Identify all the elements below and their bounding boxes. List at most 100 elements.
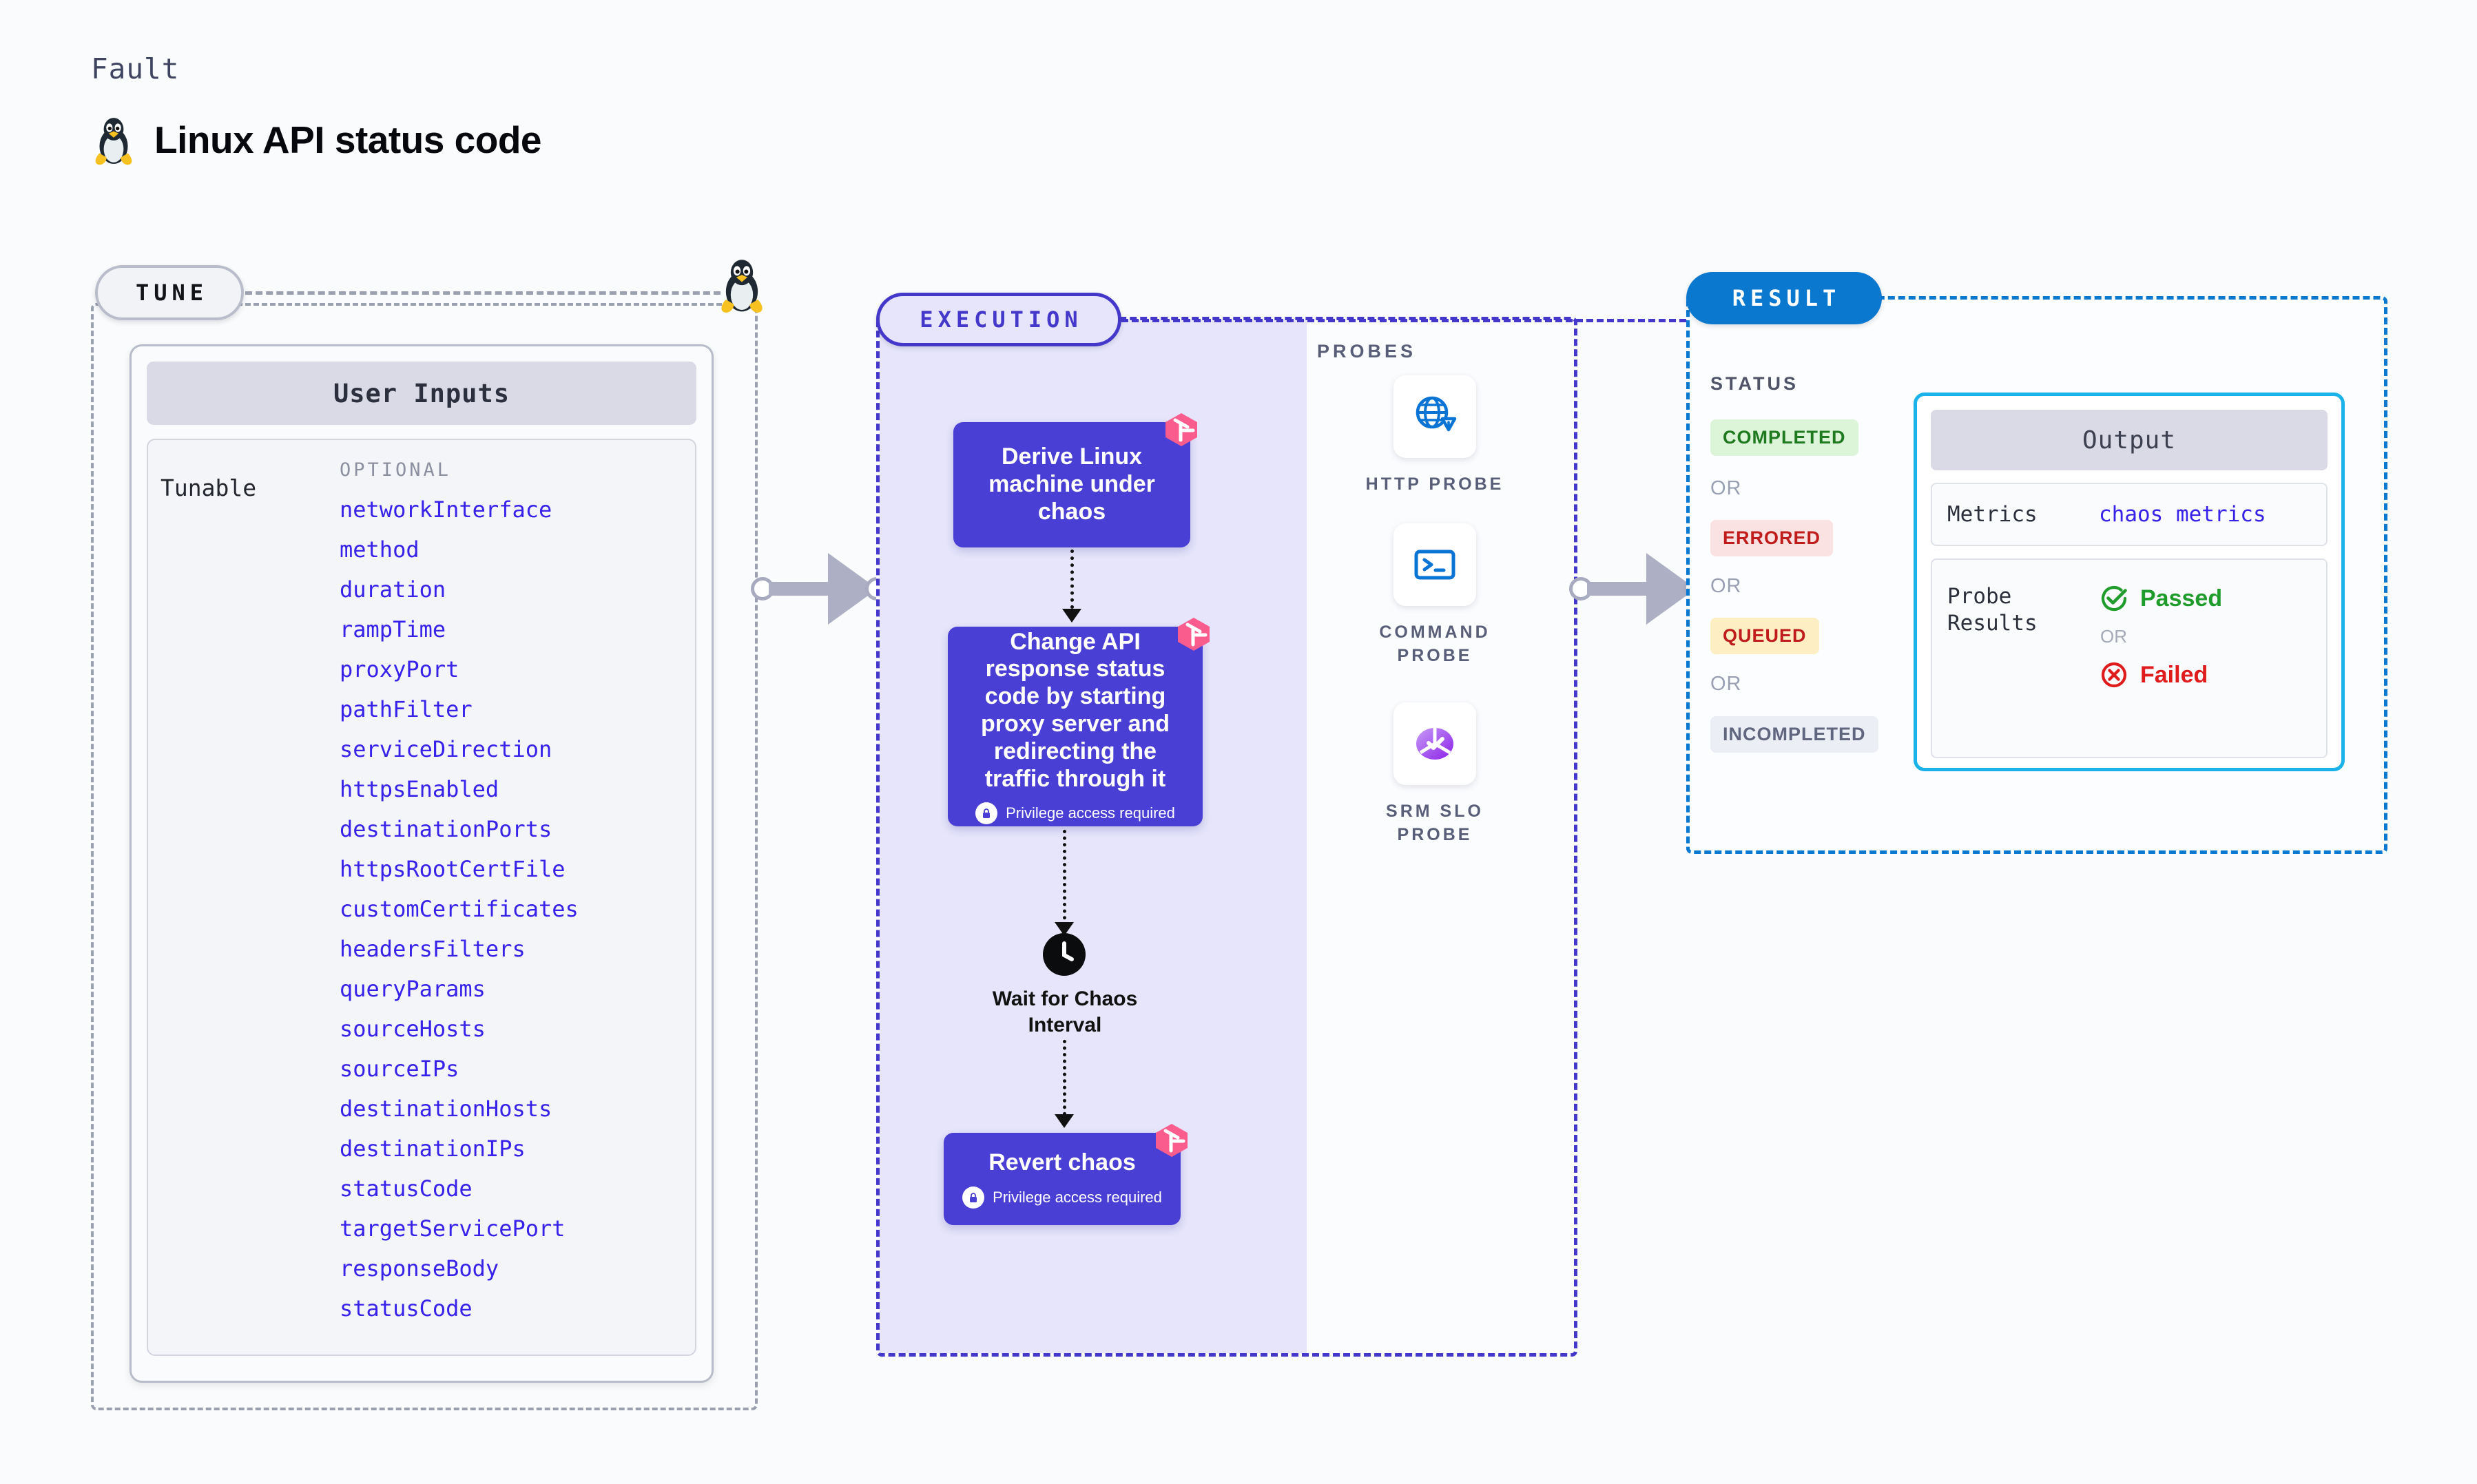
harness-logo-icon xyxy=(1178,618,1210,651)
tunable-param[interactable]: rampTime xyxy=(340,616,446,642)
execution-stage-pill[interactable]: EXECUTION xyxy=(876,293,1121,346)
status-badge-incompleted: INCOMPLETED xyxy=(1710,716,1878,753)
tunable-param[interactable]: proxyPort xyxy=(340,656,459,682)
tunable-param[interactable]: sourceIPs xyxy=(340,1056,459,1082)
lock-icon xyxy=(962,1186,985,1209)
privilege-note-row: Privilege access required xyxy=(962,1186,1162,1209)
result-stage-pill[interactable]: RESULT xyxy=(1686,272,1882,324)
tunable-section: Tunable OPTIONAL networkInterface method… xyxy=(147,439,696,1356)
flow-connector-dotted xyxy=(1063,830,1066,926)
metrics-key: Metrics xyxy=(1947,501,2038,527)
optional-label: OPTIONAL xyxy=(340,459,452,481)
metrics-value[interactable]: chaos metrics xyxy=(2099,502,2266,527)
output-metrics-row: Metrics chaos metrics xyxy=(1931,483,2328,546)
flow-node-derive-linux-machine[interactable]: Derive Linux machine under chaos xyxy=(953,413,1197,547)
tune-panel xyxy=(91,303,758,1410)
output-header: Output xyxy=(1931,410,2328,470)
privilege-note-text: Privilege access required xyxy=(1006,804,1175,822)
tunable-param[interactable]: networkInterface xyxy=(340,497,552,523)
tunable-param[interactable]: statusCode xyxy=(340,1175,473,1202)
probes-section-label: PROBES xyxy=(1317,341,1417,362)
output-probe-results-row: Probe Results Passed OR Failed xyxy=(1931,558,2328,758)
flow-node-change-api-response[interactable]: Change API response status code by start… xyxy=(948,618,1210,826)
linux-penguin-icon xyxy=(95,118,132,165)
tunable-param[interactable]: pathFilter xyxy=(340,696,473,722)
execution-to-result-dashed-line xyxy=(1121,319,1686,322)
srm-slo-icon xyxy=(1416,728,1453,760)
user-inputs-header: User Inputs xyxy=(147,362,696,425)
status-badge-errored: ERRORED xyxy=(1710,520,1834,556)
tunable-param[interactable]: duration xyxy=(340,576,446,603)
harness-logo-icon xyxy=(1165,413,1197,446)
tunable-param[interactable]: sourceHosts xyxy=(340,1016,486,1042)
flow-node-title: Revert chaos xyxy=(988,1149,1136,1176)
or-separator: OR xyxy=(1710,477,1742,499)
page-title: Linux API status code xyxy=(154,118,542,161)
flow-connector-dotted xyxy=(1063,1040,1066,1116)
flow-arrowhead xyxy=(1055,1114,1074,1128)
user-inputs-card: User Inputs Tunable OPTIONAL networkInte… xyxy=(129,344,714,1383)
probe-results-key: Probe Results xyxy=(1947,584,2038,636)
linux-penguin-icon xyxy=(721,260,763,313)
status-badge-queued: QUEUED xyxy=(1710,618,1819,654)
probe-label: HTTP PROBE xyxy=(1365,474,1504,494)
flow-arrowhead xyxy=(1062,609,1081,623)
probe-label: COMMAND PROBE xyxy=(1379,623,1491,665)
wait-for-chaos-interval-label: Wait for Chaos Interval xyxy=(992,987,1138,1036)
status-badge-completed: COMPLETED xyxy=(1710,419,1858,456)
connector-tune-to-execution xyxy=(751,544,889,634)
tunable-param[interactable]: responseBody xyxy=(340,1255,499,1282)
flow-arrowhead xyxy=(1055,922,1074,936)
tune-stage-pill[interactable]: TUNE xyxy=(95,265,244,320)
probe-http[interactable]: HTTP PROBE xyxy=(1356,375,1514,497)
connector-line xyxy=(1587,582,1659,596)
flow-node-title: Derive Linux machine under chaos xyxy=(988,443,1155,525)
flow-node-revert-chaos[interactable]: Revert chaos Privilege access required xyxy=(944,1124,1188,1225)
or-separator: OR xyxy=(1710,673,1742,695)
probe-passed-label: Passed xyxy=(2140,585,2223,612)
privilege-note-text: Privilege access required xyxy=(993,1188,1162,1206)
tunable-param[interactable]: customCertificates xyxy=(340,896,579,922)
tunable-param[interactable]: httpsEnabled xyxy=(340,776,499,802)
or-separator: OR xyxy=(2100,626,2127,647)
privilege-note-row: Privilege access required xyxy=(975,802,1175,825)
terminal-icon xyxy=(1414,550,1455,580)
tune-to-execution-dashed-line xyxy=(245,291,721,295)
tunable-param[interactable]: destinationIPs xyxy=(340,1136,526,1162)
flow-node-title: Change API response status code by start… xyxy=(980,628,1170,792)
probe-tile xyxy=(1393,523,1476,606)
x-circle-icon xyxy=(2101,662,2127,688)
connector-line xyxy=(769,582,840,596)
probe-result-passed: Passed xyxy=(2099,583,2326,614)
probe-tile xyxy=(1393,702,1476,785)
tunable-param[interactable]: headersFilters xyxy=(340,936,526,962)
tunable-parameter-list: OPTIONAL networkInterface method duratio… xyxy=(333,459,688,1348)
clock-icon xyxy=(1043,933,1086,976)
tunable-param[interactable]: serviceDirection xyxy=(340,736,552,762)
probe-results-values: Passed OR Failed xyxy=(2099,583,2326,757)
flow-connector-dotted xyxy=(1070,550,1074,609)
probe-failed-label: Failed xyxy=(2140,661,2208,688)
tunable-param[interactable]: destinationHosts xyxy=(340,1096,552,1122)
tunable-param[interactable]: method xyxy=(340,536,419,563)
probe-command[interactable]: COMMAND PROBE xyxy=(1356,523,1514,668)
status-label: STATUS xyxy=(1710,373,1799,394)
or-separator: OR xyxy=(1710,575,1742,597)
output-card: Output Metrics chaos metrics Probe Resul… xyxy=(1914,393,2345,771)
tunable-param[interactable]: httpsRootCertFile xyxy=(340,856,566,882)
globe-warning-icon xyxy=(1416,396,1457,432)
lock-icon xyxy=(975,802,998,825)
fault-label: Fault xyxy=(91,52,180,85)
tunable-label: Tunable xyxy=(160,474,257,501)
tunable-param[interactable]: destinationPorts xyxy=(340,816,552,842)
harness-logo-icon xyxy=(1156,1124,1188,1157)
tunable-param[interactable]: targetServicePort xyxy=(340,1215,566,1242)
page-title-row: Linux API status code xyxy=(91,114,542,166)
tunable-param[interactable]: queryParams xyxy=(340,976,486,1002)
tunable-param[interactable]: statusCode xyxy=(340,1295,473,1321)
probe-tile xyxy=(1393,375,1476,458)
probe-result-failed: Failed xyxy=(2099,660,2326,690)
probe-label: SRM SLO PROBE xyxy=(1386,802,1484,844)
probe-srm-slo[interactable]: SRM SLO PROBE xyxy=(1356,702,1514,847)
connector-start-dot xyxy=(1569,577,1593,600)
